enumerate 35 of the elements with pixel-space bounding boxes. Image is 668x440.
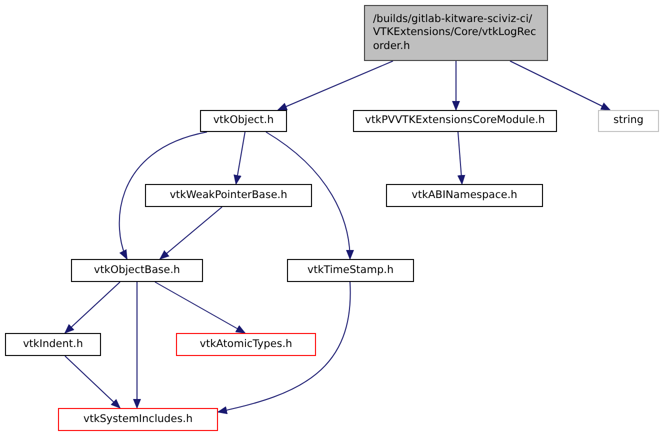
file-box: [287, 259, 414, 282]
arrow: [64, 282, 120, 334]
file-box: [71, 259, 203, 282]
file-box: [145, 184, 312, 207]
arrow: [217, 282, 351, 414]
file-name: string: [613, 114, 644, 128]
arrow: [64, 356, 121, 409]
file-box: [176, 333, 316, 356]
file-box: [58, 408, 218, 431]
file-box: [386, 184, 543, 207]
file-box: [200, 110, 287, 132]
file-name: vtkAtomicTypes.h: [200, 338, 292, 352]
file-name: vtkABINamespace.h: [412, 188, 518, 202]
arrow: [234, 132, 246, 185]
file-name: vtkSystemIncludes.h: [83, 412, 193, 426]
arrow: [452, 60, 460, 111]
file-name: vtkWeakPointerBase.h: [170, 188, 288, 202]
file-name: vtkIndent.h: [22, 338, 84, 352]
file-box: [353, 110, 557, 132]
file-box: [364, 5, 548, 61]
file-name: vtkPVVTKExtensionsCoreModule.h: [365, 114, 545, 128]
arrow: [154, 282, 246, 334]
file-name: vtkObjectBase.h: [94, 264, 180, 278]
arrow: [266, 132, 354, 260]
arrow: [510, 60, 611, 110]
file-name: vtkTimeStamp.h: [307, 264, 394, 278]
file-name: vtkObject.h: [213, 114, 274, 128]
arrow: [277, 60, 394, 110]
arrow: [133, 282, 141, 409]
file-name: /builds/gitlab-kitware-sciviz-ci/VTKExtensions/Core/vtkLogRecorder.h: [373, 13, 538, 53]
arrow: [159, 206, 222, 260]
file-box: [598, 110, 659, 132]
file-box: [5, 333, 101, 356]
arrow: [457, 132, 466, 185]
arrow: [119, 132, 208, 260]
